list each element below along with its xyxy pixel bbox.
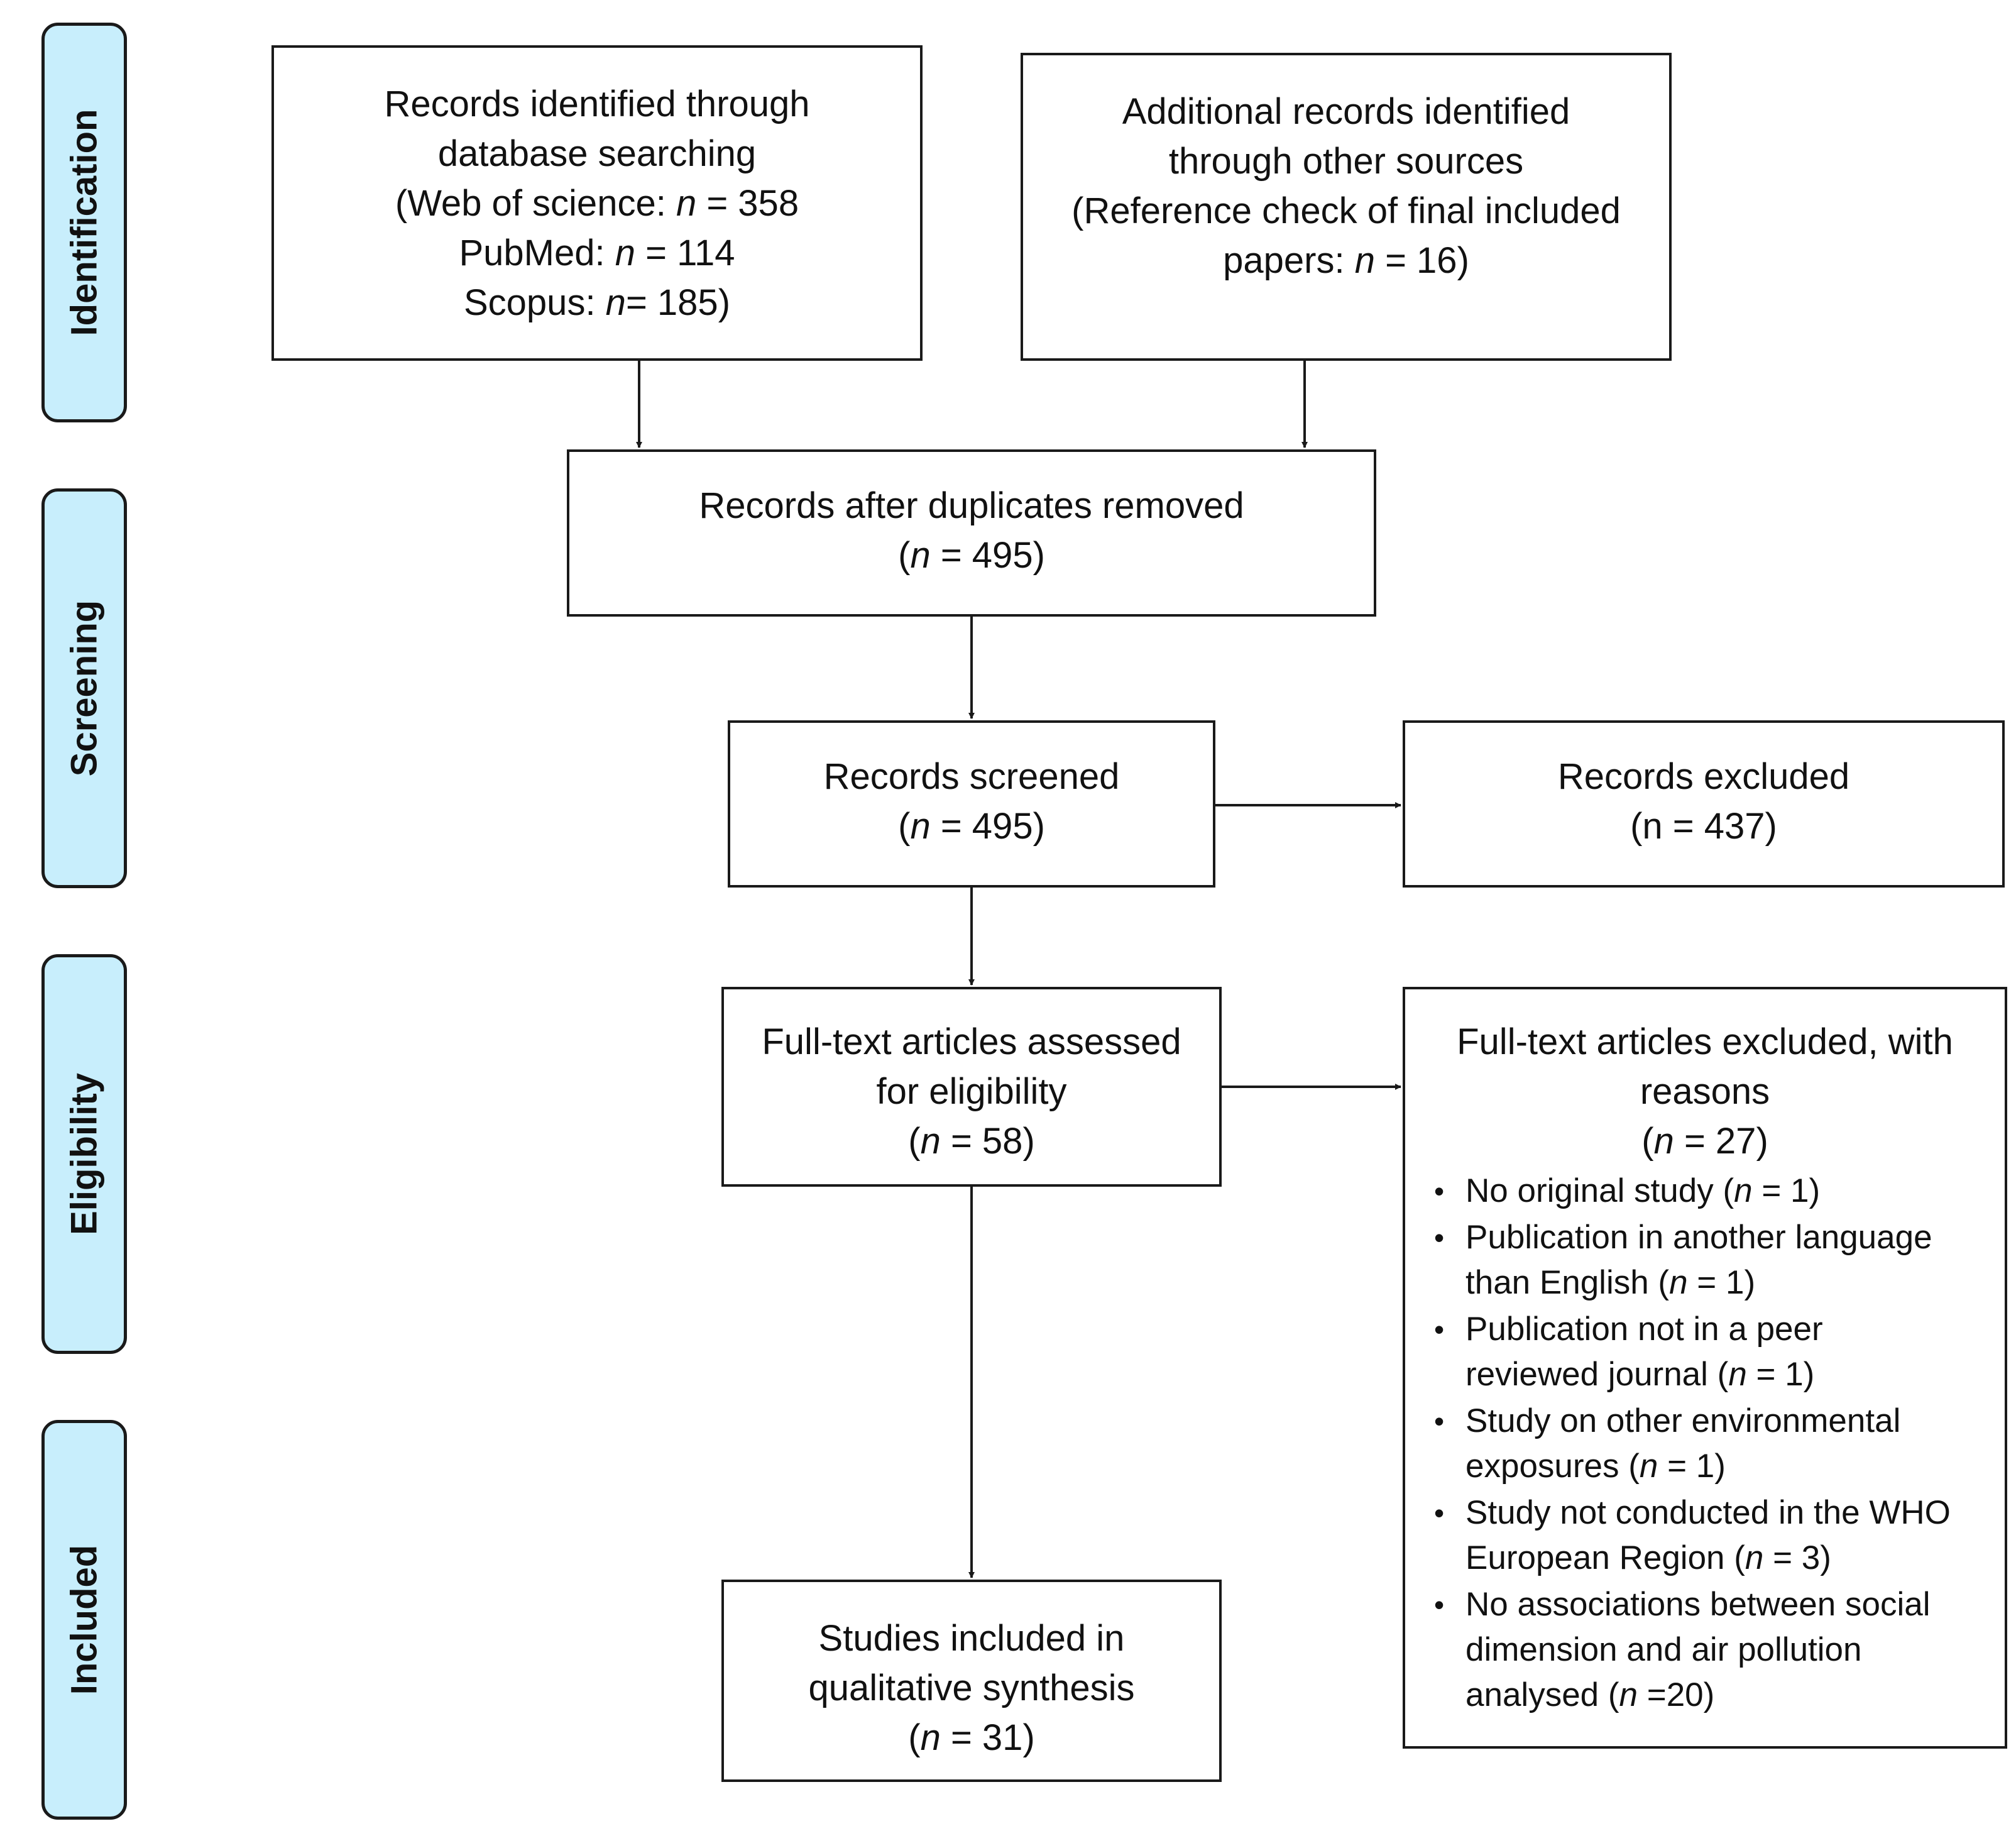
stage-included: Included (41, 1420, 127, 1820)
ft-excl-count: (n = 27) (1641, 1121, 1768, 1162)
included-line-2: qualitative synthesis (808, 1668, 1135, 1708)
reason-other-language: • Publication in another language than E… (1430, 1215, 2005, 1306)
db-line-pubmed: PubMed: n = 114 (459, 233, 735, 273)
exclusion-reasons-list: • No original study (n = 1) • Publicatio… (1405, 1168, 2005, 1719)
box-database-searching: Records identified through database sear… (271, 45, 923, 361)
other-line-1: Additional records identified (1122, 91, 1570, 132)
reason-other-exposures: • Study on other environmental exposures… (1430, 1399, 2005, 1489)
excluded-title: Records excluded (1557, 756, 1850, 797)
db-line-1: Records identified through (384, 84, 810, 124)
included-line-1: Studies included in (818, 1618, 1125, 1659)
box-other-sources: Additional records identified through ot… (1021, 53, 1672, 361)
box-records-excluded: Records excluded (n = 437) (1403, 720, 2005, 888)
fulltext-line-1: Full-text articles assessed (762, 1021, 1181, 1062)
dedup-title: Records after duplicates removed (699, 485, 1244, 526)
other-line-4: papers: n = 16) (1223, 240, 1469, 281)
stage-eligibility: Eligibility (41, 954, 127, 1354)
other-line-2: through other sources (1168, 141, 1524, 182)
db-line-2: database searching (437, 133, 757, 174)
box-fulltext-excluded: Full-text articles excluded, with reason… (1403, 987, 2007, 1749)
bullet-icon: • (1434, 1175, 1445, 1207)
screened-count: (n = 495) (898, 806, 1045, 847)
dedup-count: (n = 495) (898, 535, 1045, 576)
db-line-web-of-science: (Web of science: n = 358 (395, 183, 799, 224)
reason-not-who-europe: • Study not conducted in the WHO Europea… (1430, 1490, 2005, 1581)
bullet-icon: • (1434, 1405, 1445, 1438)
box-studies-included: Studies included in qualitative synthesi… (721, 1580, 1222, 1782)
bullet-icon: • (1434, 1497, 1445, 1529)
reason-no-original-study: • No original study (n = 1) (1430, 1168, 2005, 1214)
bullet-icon: • (1434, 1221, 1445, 1254)
db-line-scopus: Scopus: n= 185) (463, 282, 731, 323)
box-records-screened: Records screened (n = 495) (728, 720, 1215, 888)
included-count: (n = 31) (908, 1717, 1035, 1758)
screened-title: Records screened (823, 756, 1120, 797)
ft-excl-line-1: Full-text articles excluded, with (1457, 1021, 1953, 1062)
bullet-icon: • (1434, 1313, 1445, 1346)
box-duplicates-removed: Records after duplicates removed (n = 49… (567, 449, 1376, 617)
fulltext-count: (n = 58) (908, 1121, 1035, 1162)
stage-screening: Screening (41, 488, 127, 888)
fulltext-line-2: for eligibility (876, 1071, 1067, 1112)
reason-no-associations: • No associations between social dimensi… (1430, 1582, 2005, 1718)
ft-excl-line-2: reasons (1640, 1071, 1770, 1112)
stage-identification: Identification (41, 23, 127, 422)
excluded-count: (n = 437) (1630, 806, 1777, 847)
reason-not-peer-reviewed: • Publication not in a peer reviewed jou… (1430, 1307, 2005, 1397)
other-line-3: (Reference check of final included (1071, 190, 1621, 231)
box-fulltext-assessed: Full-text articles assessed for eligibil… (721, 987, 1222, 1187)
bullet-icon: • (1434, 1588, 1445, 1621)
